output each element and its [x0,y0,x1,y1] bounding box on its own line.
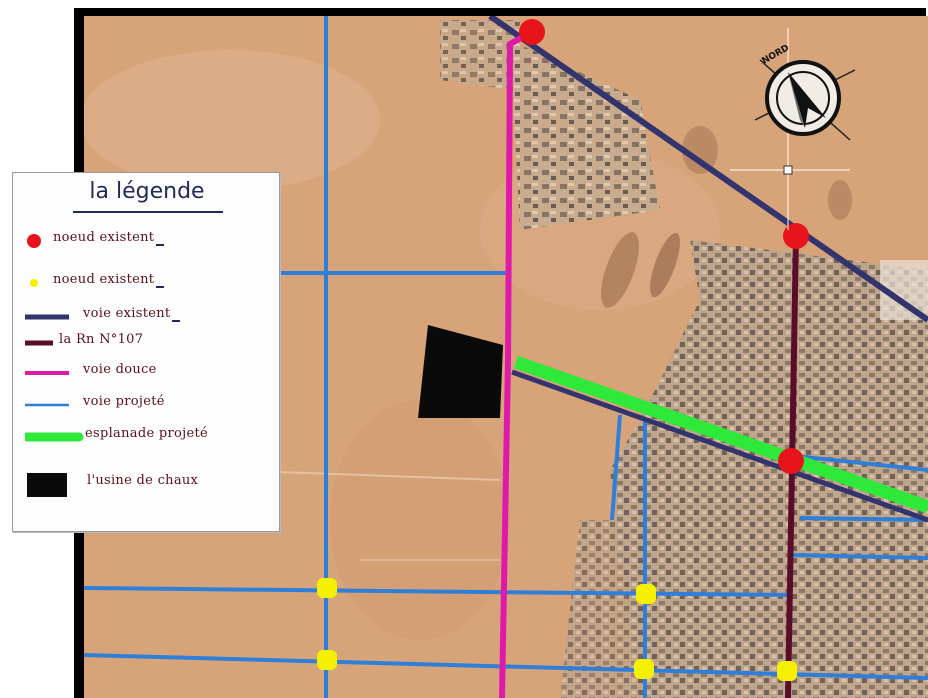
maroon-line-icon [25,340,53,346]
legend: la légende noeud existent noeud existent… [12,172,280,532]
legend-label: noeud existent [53,272,165,288]
legend-label: la Rn N°107 [59,332,144,347]
node-projete[interactable] [777,661,797,681]
node-existent[interactable] [519,19,545,45]
urban-area [560,520,650,698]
north-arrow-icon [788,72,826,128]
legend-item-voie-projete: voie projeté [25,393,275,417]
terrain-patch [84,50,380,190]
red-dot-icon [27,234,41,248]
legend-label: voie existent [83,306,181,322]
dune [828,180,852,220]
node-projete[interactable] [317,578,337,598]
node-projete[interactable] [636,584,656,604]
green-bar-icon [25,432,84,442]
legend-title-underline [73,211,223,213]
node-projete-group [317,578,797,681]
magenta-line-icon [25,371,69,375]
dune [650,232,680,298]
node-projete[interactable] [634,659,654,679]
urban-area [610,240,928,698]
voie-existent [511,369,928,523]
terrain-patch [330,400,510,640]
blue-line-icon [25,403,69,407]
legend-title: la légende [89,179,205,204]
voie-existent [488,16,928,323]
legend-label: voie douce [83,362,157,377]
legend-label: esplanade projeté [85,426,208,441]
compass: NORD [730,28,856,230]
node-existent[interactable] [783,223,809,249]
usine-de-chaux[interactable] [418,325,503,418]
legend-item-noeud-existent-yellow: noeud existent [25,271,275,295]
legend-item-usine: l'usine de chaux [25,471,275,501]
legend-label: voie projeté [83,394,165,409]
urban-area [440,20,520,90]
legend-item-noeud-existent-red: noeud existent [25,229,275,253]
legend-label: noeud existent [53,230,165,246]
yellow-dot-icon [30,279,38,287]
legend-item-voie-douce: voie douce [25,361,275,385]
legend-item-voie-existent: voie existent [25,305,275,329]
legend-label: l'usine de chaux [87,473,199,488]
legend-item-esplanade: esplanade projeté [25,425,275,449]
legend-item-rn107: la Rn N°107 [25,331,275,355]
esplanade-projete [513,355,928,514]
black-square-icon [27,473,67,497]
north-arrow-shade [788,72,805,128]
dune [682,126,718,174]
node-existent[interactable] [778,448,804,474]
compass-anchor [783,165,793,175]
urban-area [510,40,660,230]
navy-line-icon [25,314,69,320]
dune [601,232,639,308]
node-projete[interactable] [317,650,337,670]
